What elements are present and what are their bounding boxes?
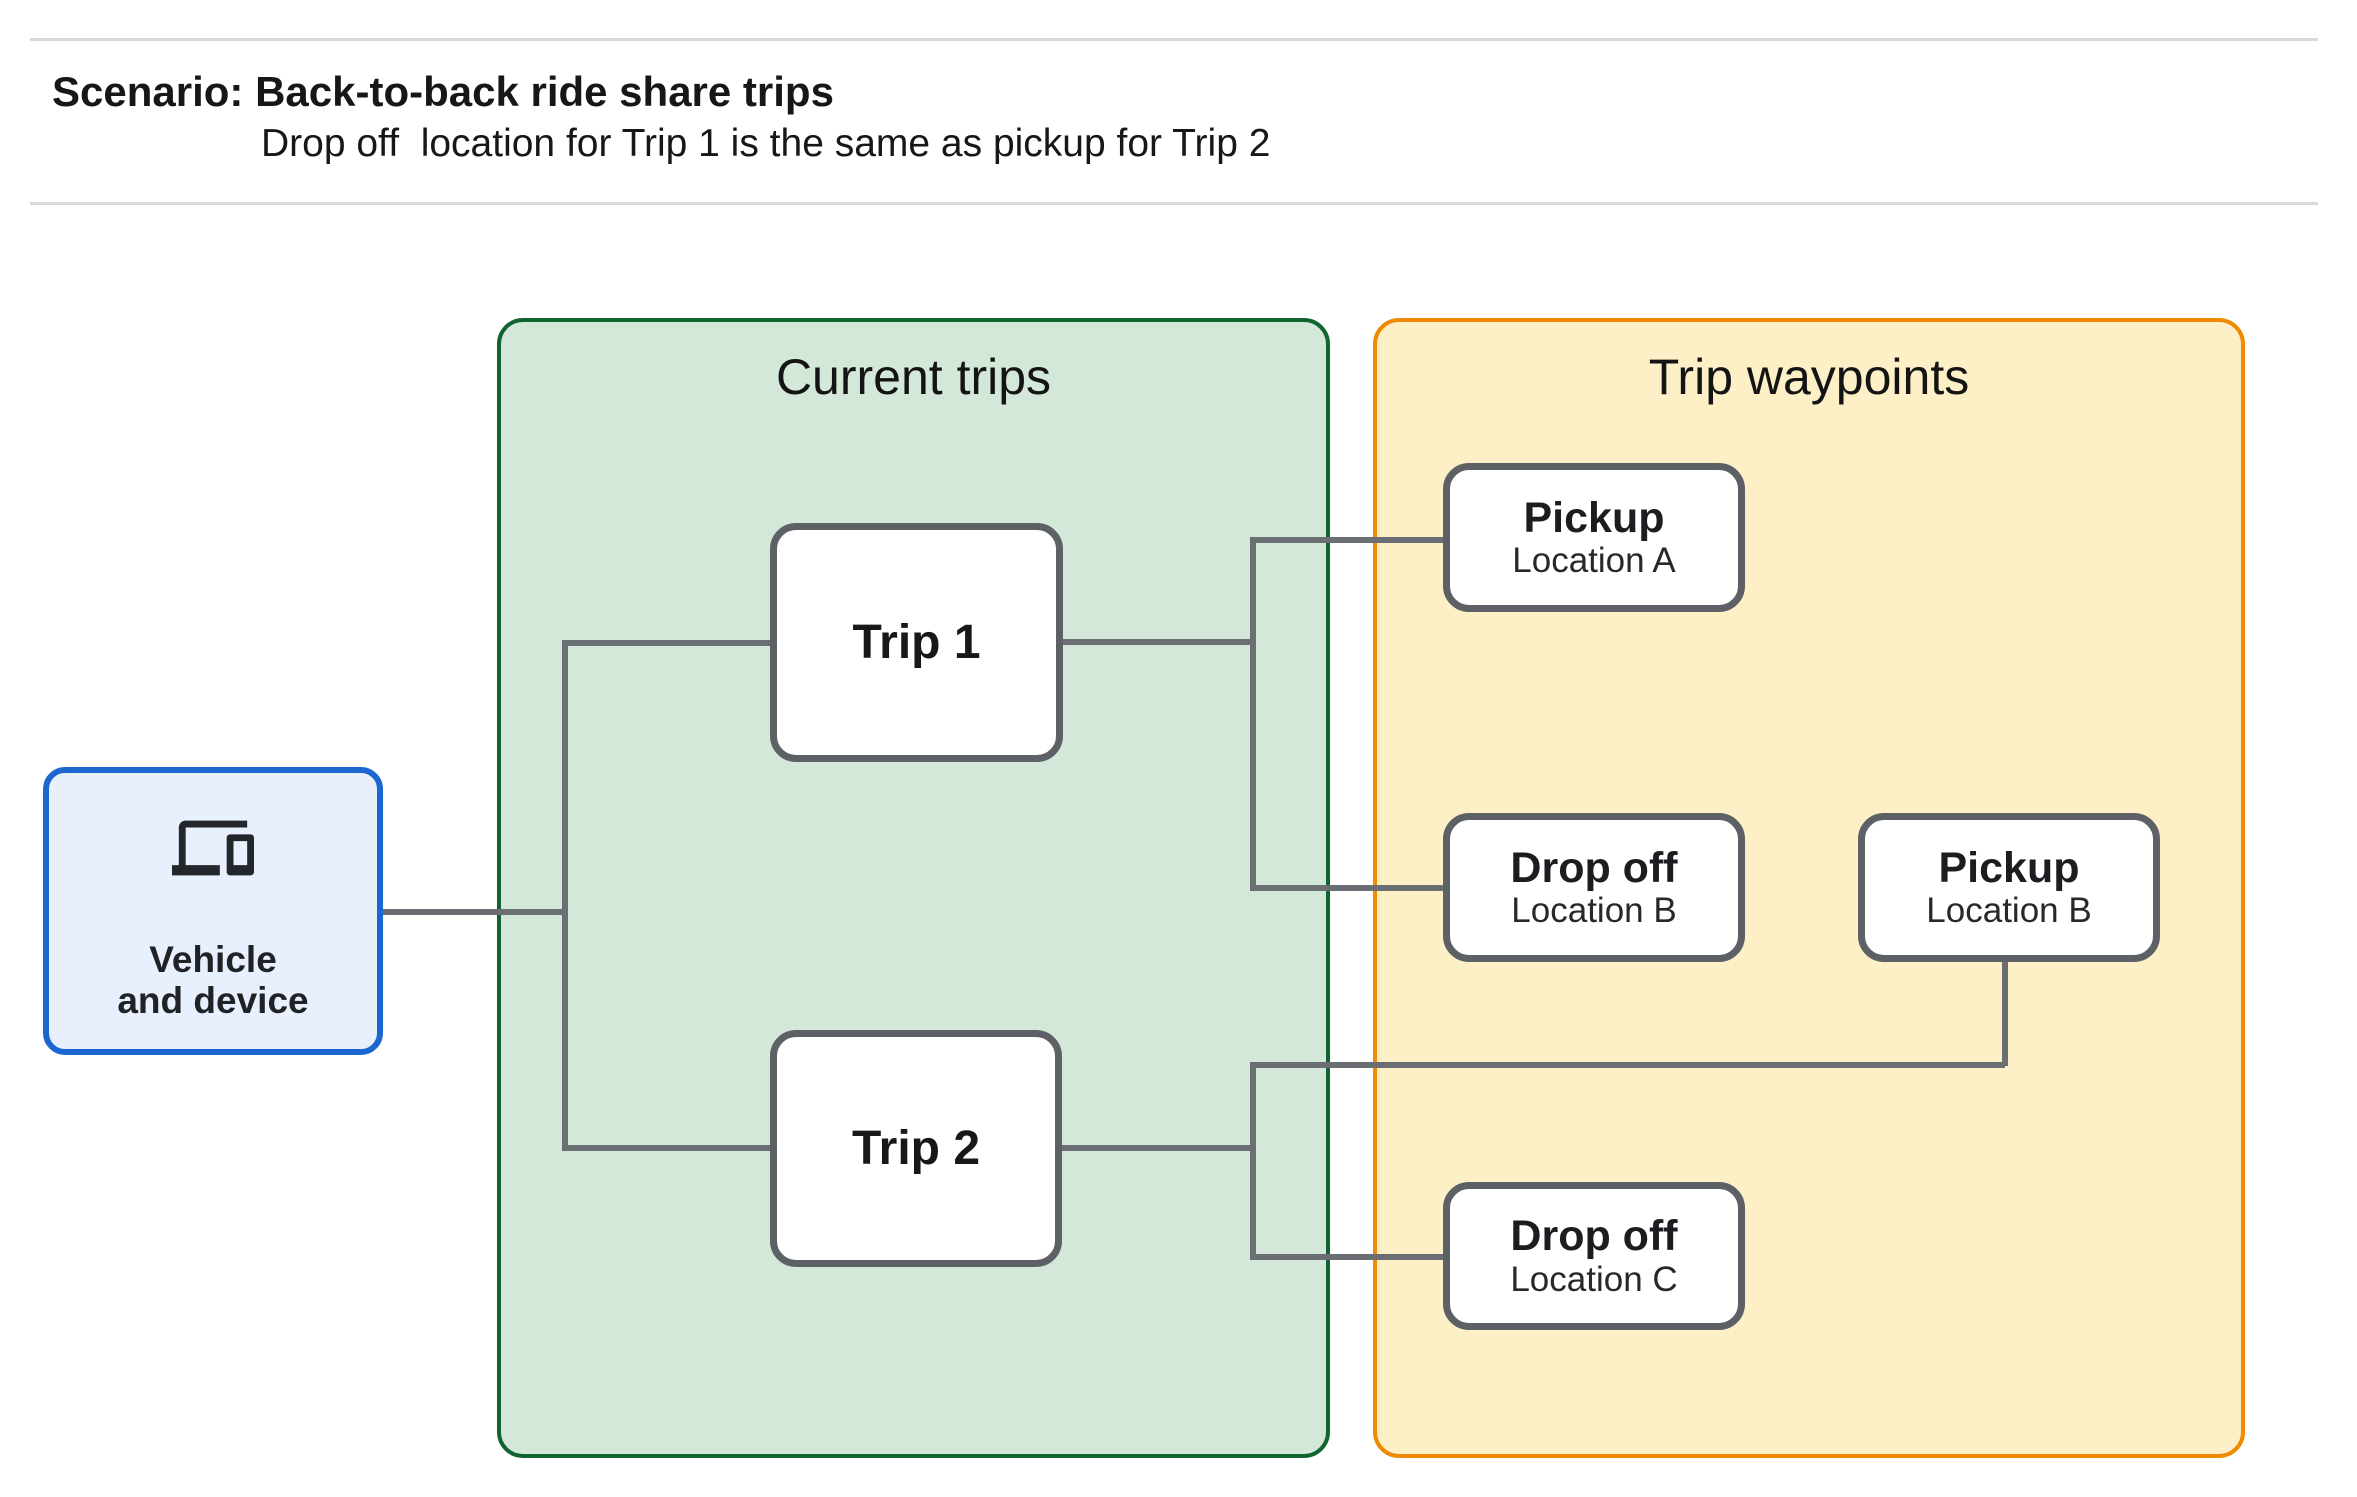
connector-junction-vertical bbox=[562, 640, 568, 1151]
current-trips-title: Current trips bbox=[775, 349, 1052, 405]
waypoint-pickup-a: Pickup Location A bbox=[1443, 463, 1745, 612]
trip-waypoints-title: Trip waypoints bbox=[1648, 349, 1970, 405]
connector-junction-to-trip2 bbox=[568, 1145, 770, 1151]
waypoint-dropoff-c: Drop off Location C bbox=[1443, 1182, 1745, 1330]
page-title: Scenario: Back-to-back ride share trips bbox=[52, 68, 834, 115]
connector-trip1-split-vertical bbox=[1250, 537, 1256, 891]
trip2-label: Trip 2 bbox=[851, 1122, 981, 1175]
connector-junction-to-trip1 bbox=[568, 640, 770, 646]
header-divider-bottom bbox=[30, 202, 2318, 205]
waypoint-dropoff-b-location: Location B bbox=[1511, 891, 1677, 931]
connector-trip2-right bbox=[1062, 1145, 1253, 1151]
current-trips-group: Current trips bbox=[497, 318, 1330, 1458]
waypoint-pickup-b-type: Pickup bbox=[1938, 843, 2080, 892]
header-divider-top bbox=[30, 38, 2318, 41]
waypoint-dropoff-c-type: Drop off bbox=[1510, 1212, 1678, 1261]
connector-to-dropoff-b bbox=[1256, 885, 1443, 891]
waypoint-dropoff-c-location: Location C bbox=[1510, 1259, 1678, 1299]
waypoint-pickup-b-location: Location B bbox=[1926, 891, 2092, 931]
connector-trip2-split-vertical bbox=[1250, 1062, 1256, 1260]
connector-vehicle-to-junction bbox=[383, 909, 565, 915]
connector-pickup-b-horizontal bbox=[1256, 1062, 2005, 1068]
waypoint-pickup-a-type: Pickup bbox=[1523, 493, 1665, 542]
waypoint-dropoff-b-type: Drop off bbox=[1510, 843, 1678, 892]
connector-trip1-right bbox=[1063, 639, 1253, 645]
connector-pickup-b-vertical bbox=[2002, 962, 2008, 1066]
page-subtitle: Drop off location for Trip 1 is the same… bbox=[261, 122, 1271, 165]
trip1-node: Trip 1 bbox=[770, 523, 1063, 762]
devices-icon bbox=[49, 807, 377, 894]
connector-to-pickup-a bbox=[1256, 537, 1443, 543]
trip1-label: Trip 1 bbox=[852, 616, 981, 669]
connector-to-dropoff-c bbox=[1256, 1254, 1443, 1260]
waypoint-pickup-b: Pickup Location B bbox=[1858, 813, 2160, 962]
waypoint-dropoff-b: Drop off Location B bbox=[1443, 813, 1745, 962]
trip2-node: Trip 2 bbox=[770, 1030, 1062, 1267]
waypoint-pickup-a-location: Location A bbox=[1512, 541, 1676, 581]
